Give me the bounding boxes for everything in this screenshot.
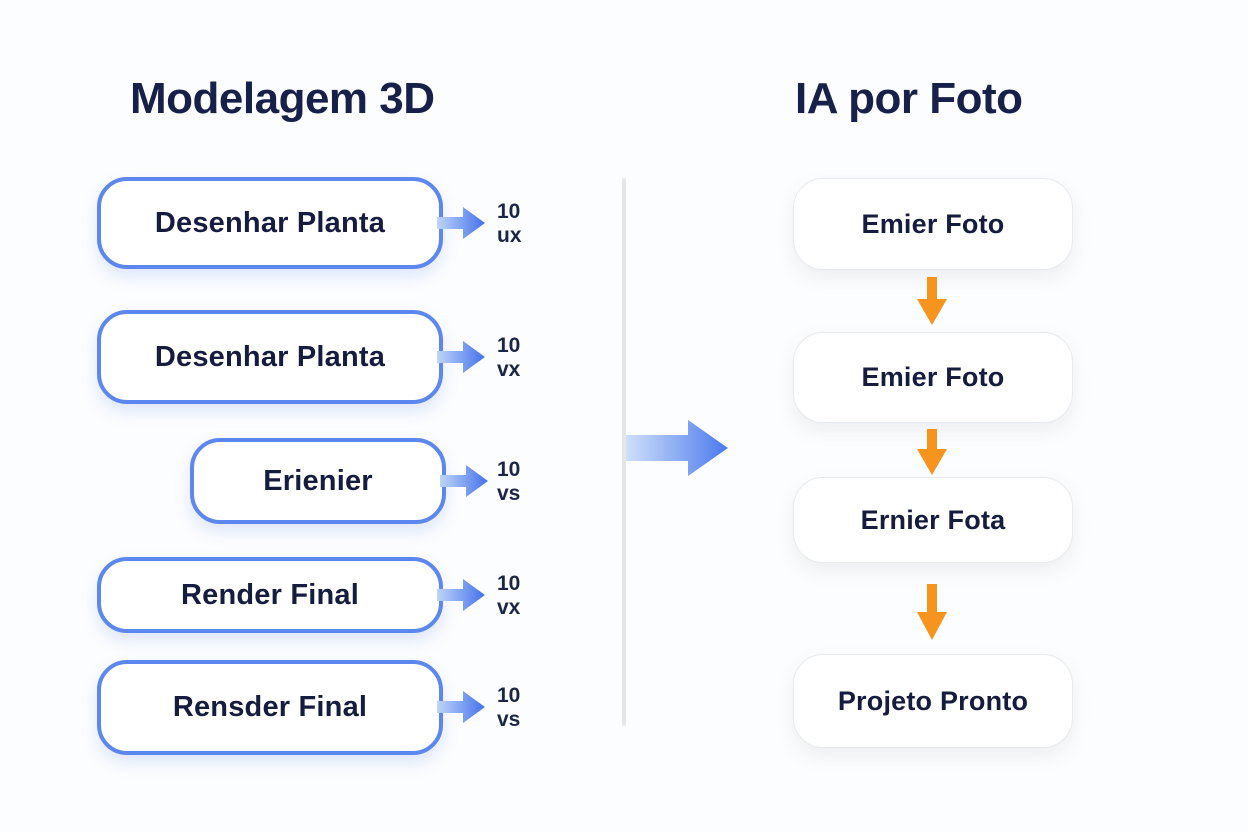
metric-unit: vs	[497, 707, 521, 731]
step-metric: 10 vs	[497, 684, 557, 731]
down-arrow-icon	[914, 277, 950, 325]
step-box-label: Emier Foto	[861, 362, 1005, 392]
metric-value: 10	[497, 458, 521, 481]
right-arrow-icon	[440, 463, 488, 499]
step-box-projeto-pronto: Projeto Pronto	[793, 654, 1073, 748]
step-box-render-final: Render Final	[97, 557, 443, 633]
step-box-label: Ernier Fota	[860, 504, 1006, 535]
step-metric: 10 vs	[497, 458, 557, 505]
metric-value: 10	[497, 572, 521, 595]
right-arrow-icon	[437, 577, 485, 613]
step-box-label: Rensder Final	[172, 691, 368, 723]
metric-unit: vs	[497, 481, 521, 505]
column-divider	[622, 178, 626, 726]
step-metric: 10 vx	[497, 572, 557, 619]
step-box-emier-foto-2: Emier Foto	[793, 332, 1073, 423]
step-box-label: Render Final	[180, 578, 360, 611]
step-box-desenhar-planta-1: Desenhar Planta	[97, 177, 443, 269]
step-box-desenhar-planta-2: Desenhar Planta	[97, 310, 443, 404]
metric-value: 10	[497, 684, 521, 707]
metric-unit: vx	[497, 595, 521, 619]
metric-value: 10	[497, 200, 521, 223]
metric-unit: ux	[497, 223, 522, 247]
step-box-emier-foto-1: Emier Foto	[793, 178, 1073, 270]
right-arrow-icon	[437, 205, 485, 241]
step-box-rensder-final: Rensder Final	[97, 660, 443, 755]
step-metric: 10 vx	[497, 334, 557, 381]
right-arrow-icon	[437, 339, 485, 375]
metric-value: 10	[497, 334, 521, 357]
metric-unit: vx	[497, 357, 521, 381]
step-box-label: Desenhar Planta	[154, 206, 386, 239]
step-metric: 10 ux	[497, 200, 557, 247]
step-box-label: Projeto Pronto	[837, 685, 1029, 716]
step-box-label: Emier Foto	[861, 208, 1005, 239]
right-arrow-icon	[437, 689, 485, 725]
down-arrow-icon	[914, 429, 950, 475]
step-box-ernier-fota: Ernier Fota	[793, 477, 1073, 563]
left-column-title: Modelagem 3D	[130, 74, 435, 123]
large-right-arrow-icon	[626, 418, 728, 478]
step-box-erienier: Erienier	[190, 438, 446, 524]
step-box-label: Desenhar Planta	[154, 340, 386, 373]
right-column-title: IA por Foto	[795, 74, 1023, 123]
down-arrow-icon	[914, 584, 950, 640]
step-box-label: Erienier	[263, 464, 373, 497]
